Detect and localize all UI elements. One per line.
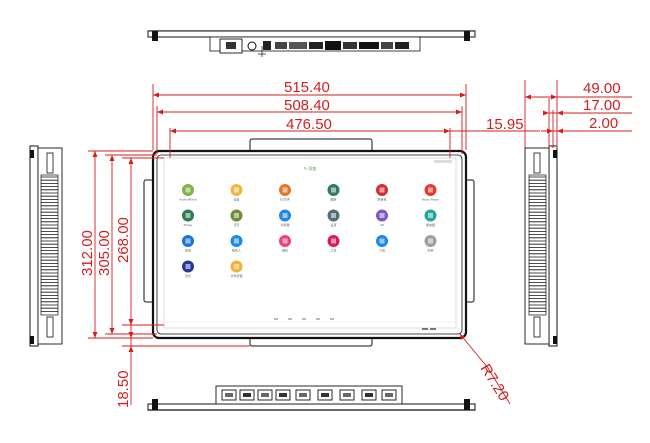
left-side-view <box>29 145 63 347</box>
app-label: 文件管理 <box>230 273 242 278</box>
app-icon[interactable]: Bridge <box>182 209 194 228</box>
app-icon[interactable]: 播放器 <box>424 209 437 228</box>
bottom-view <box>147 385 476 411</box>
app-label: 图库 <box>330 197 336 202</box>
app-label: 日历 <box>233 223 239 227</box>
nav-bar <box>274 318 334 320</box>
app-label: 联系人 <box>232 248 241 253</box>
app-label: 音乐 <box>185 273 191 278</box>
app-icon-mark <box>379 213 385 218</box>
app-label: Bridge <box>184 223 193 227</box>
app-icon-mark <box>428 213 433 218</box>
dim-offset: 15.95 <box>486 116 524 133</box>
app-grid: AndroidResiz 设置 ES文件 图库 录音机 Music PlayerBridg… <box>179 184 439 278</box>
app-icon-mark <box>234 187 239 193</box>
app-label: 设置 <box>233 197 239 202</box>
app-icon[interactable]: AndroidResiz <box>179 184 197 202</box>
dim-width-outer: 515.40 <box>284 79 330 96</box>
heatsink-fins <box>41 176 58 312</box>
port-pins <box>343 393 351 397</box>
port-pins <box>243 393 251 397</box>
app-icon-mark <box>331 213 336 218</box>
app-icon[interactable]: 相机 <box>279 235 291 253</box>
port-pins <box>299 393 307 397</box>
top-view <box>147 30 476 57</box>
app-icon[interactable]: 时钟 <box>424 235 437 253</box>
heatsink-fins <box>529 176 546 312</box>
dim-height-outer: 312.00 <box>79 230 96 276</box>
app-icon-mark <box>428 238 433 244</box>
app-icon-mark <box>282 238 288 244</box>
app-icon[interactable]: 联系人 <box>230 235 243 253</box>
app-label: ES文件 <box>280 197 290 202</box>
app-label: 浏览器 <box>280 222 289 227</box>
app-icon[interactable]: 日历 <box>230 209 243 228</box>
app-icon-mark <box>428 187 433 193</box>
app-icon-mark <box>185 238 191 244</box>
app-icon-mark <box>379 187 385 193</box>
port-pins <box>385 393 393 397</box>
port-pins <box>279 393 287 397</box>
app-icon-mark <box>234 238 239 244</box>
dim-height-middle: 305.00 <box>96 230 113 276</box>
app-icon[interactable]: 图库 <box>327 184 340 202</box>
app-label: 播放器 <box>426 222 435 227</box>
app-label: 3D <box>380 223 385 227</box>
app-icon-mark <box>282 213 288 218</box>
app-label: 工具 <box>330 248 336 253</box>
app-icon[interactable]: 下载 <box>376 235 388 253</box>
dim-corner-radius: R7.20 <box>477 361 513 404</box>
screen-logo: ✎ 添加 <box>304 165 316 171</box>
app-icon-mark <box>185 264 191 269</box>
right-side-view <box>524 145 558 347</box>
app-icon[interactable]: 文件管理 <box>230 260 243 279</box>
port-pins <box>261 393 269 397</box>
app-icon-mark <box>282 187 288 193</box>
android-screen <box>163 157 457 329</box>
app-label: Music Player <box>422 198 439 202</box>
app-label: 下载 <box>379 248 385 253</box>
front-view: ✎ 添加 AndroidResiz 设置 ES文件 图库 录音机 Music Player… <box>143 138 475 347</box>
app-icon-mark <box>185 213 191 218</box>
app-icon[interactable]: 浏览器 <box>279 209 291 228</box>
app-icon[interactable]: 录音机 <box>376 184 388 202</box>
bottom-ports <box>221 389 397 401</box>
app-label: 录音机 <box>377 197 386 202</box>
app-icon[interactable]: 设置 <box>327 209 340 228</box>
dim-bracket-offset: 18.50 <box>115 370 132 408</box>
app-icon[interactable]: 3D <box>376 209 388 228</box>
app-icon-mark <box>234 264 239 269</box>
app-label: 时钟 <box>427 248 433 253</box>
dim-width-inner: 476.50 <box>286 116 332 133</box>
port-pins <box>225 393 233 397</box>
app-label: 设置 <box>330 222 336 227</box>
app-icon[interactable]: Music Player <box>422 184 439 202</box>
app-icon[interactable]: 工具 <box>327 235 340 253</box>
app-label: 相机 <box>282 248 288 253</box>
dimension-lines: 515.40 508.40 476.50 15.95 49.00 17.00 2… <box>79 79 632 408</box>
dim-width-middle: 508.40 <box>284 97 330 114</box>
app-icon-mark <box>331 187 336 193</box>
app-icon[interactable]: 搜索 <box>182 235 194 253</box>
app-icon[interactable]: 设置 <box>230 184 243 202</box>
dim-side-thin: 2.00 <box>589 115 618 132</box>
app-label: 搜索 <box>185 248 191 253</box>
dim-height-inner: 268.00 <box>115 217 132 263</box>
port-pins <box>321 393 329 397</box>
port-pins <box>365 393 373 397</box>
dim-side-depth: 49.00 <box>583 80 621 97</box>
app-icon[interactable]: 音乐 <box>182 260 194 279</box>
dim-side-lip: 17.00 <box>583 97 621 114</box>
app-icon-mark <box>331 238 336 244</box>
app-icon-mark <box>234 213 239 218</box>
app-icon-mark <box>185 187 191 193</box>
app-icon-mark <box>379 238 385 244</box>
app-icon[interactable]: ES文件 <box>279 184 291 202</box>
app-label: AndroidResiz <box>179 198 197 202</box>
